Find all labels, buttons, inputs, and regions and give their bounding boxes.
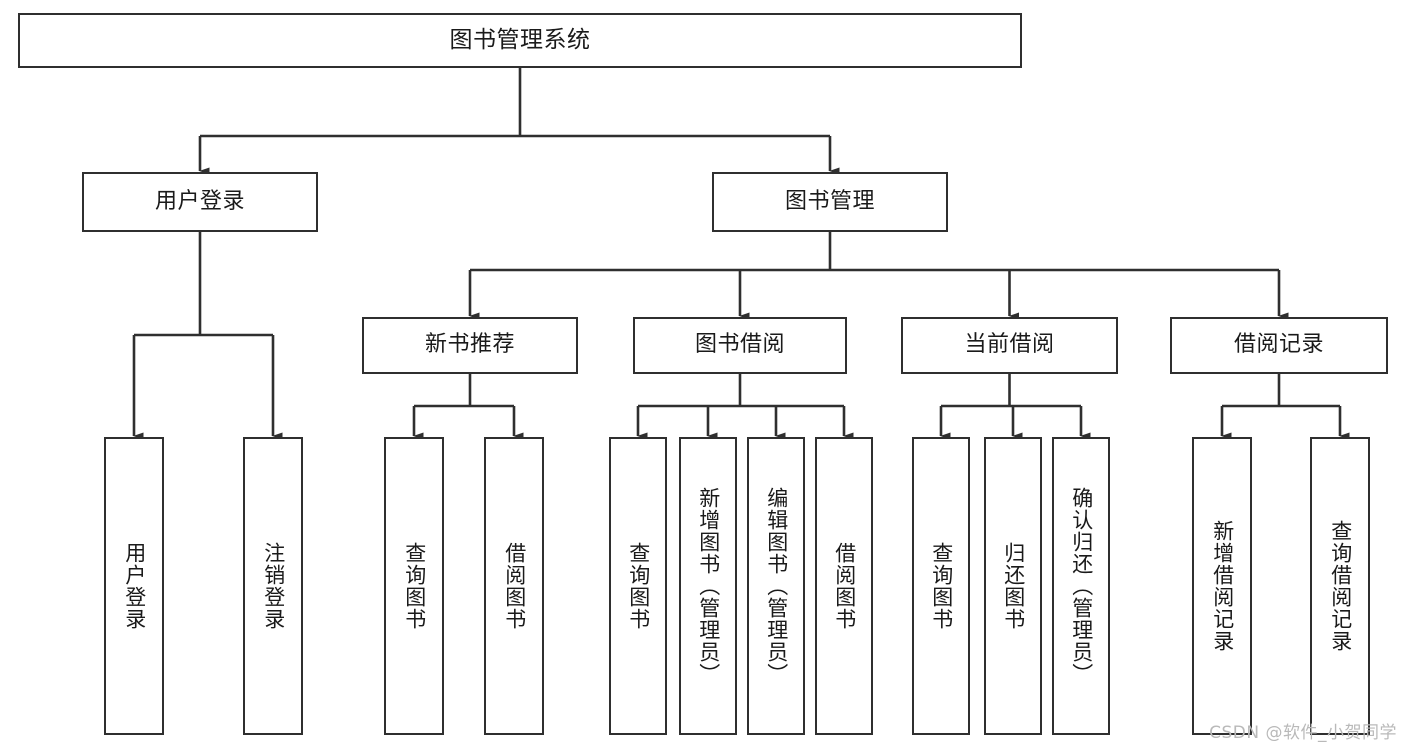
- node-user-login[interactable]: 用户登录: [82, 172, 318, 232]
- node-label: 新增图书（管理员）: [696, 487, 721, 685]
- node-label: 查询图书: [929, 542, 954, 630]
- node-leaf-bb-borrow[interactable]: 借阅图书: [815, 437, 873, 735]
- node-label: 用户登录: [122, 542, 147, 630]
- node-label: 查询借阅记录: [1328, 520, 1353, 652]
- node-label: 图书借阅: [694, 332, 785, 358]
- node-label: 当前借阅: [964, 332, 1055, 358]
- node-book-manage[interactable]: 图书管理: [712, 172, 948, 232]
- node-leaf-user-login[interactable]: 用户登录: [104, 437, 164, 735]
- node-leaf-bb-query[interactable]: 查询图书: [609, 437, 667, 735]
- node-label: 用户登录: [154, 188, 245, 214]
- node-label: 编辑图书（管理员）: [764, 487, 789, 685]
- node-label: 借阅记录: [1233, 332, 1324, 358]
- node-leaf-cb-confirm[interactable]: 确认归还（管理员）: [1052, 437, 1110, 735]
- node-label: 查询图书: [626, 542, 651, 630]
- node-leaf-logout[interactable]: 注销登录: [243, 437, 303, 735]
- node-leaf-cb-return[interactable]: 归还图书: [984, 437, 1042, 735]
- node-leaf-rec-borrow[interactable]: 借阅图书: [484, 437, 544, 735]
- node-label: 归还图书: [1001, 542, 1026, 630]
- node-label: 借阅图书: [832, 542, 857, 630]
- node-label: 借阅图书: [502, 542, 527, 630]
- node-label: 新增借阅记录: [1210, 520, 1235, 652]
- node-current-borrow[interactable]: 当前借阅: [901, 317, 1118, 374]
- node-leaf-br-add[interactable]: 新增借阅记录: [1192, 437, 1252, 735]
- watermark-text: CSDN @软件_小贺同学: [1209, 723, 1397, 743]
- node-label: 新书推荐: [424, 332, 515, 358]
- node-root[interactable]: 图书管理系统: [18, 13, 1022, 68]
- node-leaf-bb-add[interactable]: 新增图书（管理员）: [679, 437, 737, 735]
- node-label: 查询图书: [402, 542, 427, 630]
- node-label: 确认归还（管理员）: [1069, 487, 1094, 685]
- node-label: 图书管理系统: [449, 26, 591, 53]
- node-leaf-rec-query[interactable]: 查询图书: [384, 437, 444, 735]
- node-new-book-rec[interactable]: 新书推荐: [362, 317, 578, 374]
- node-label: 图书管理: [784, 188, 875, 214]
- node-leaf-bb-edit[interactable]: 编辑图书（管理员）: [747, 437, 805, 735]
- node-label: 注销登录: [261, 542, 286, 630]
- node-borrow-record[interactable]: 借阅记录: [1170, 317, 1388, 374]
- node-leaf-br-query[interactable]: 查询借阅记录: [1310, 437, 1370, 735]
- node-leaf-cb-query[interactable]: 查询图书: [912, 437, 970, 735]
- node-book-borrow[interactable]: 图书借阅: [633, 317, 847, 374]
